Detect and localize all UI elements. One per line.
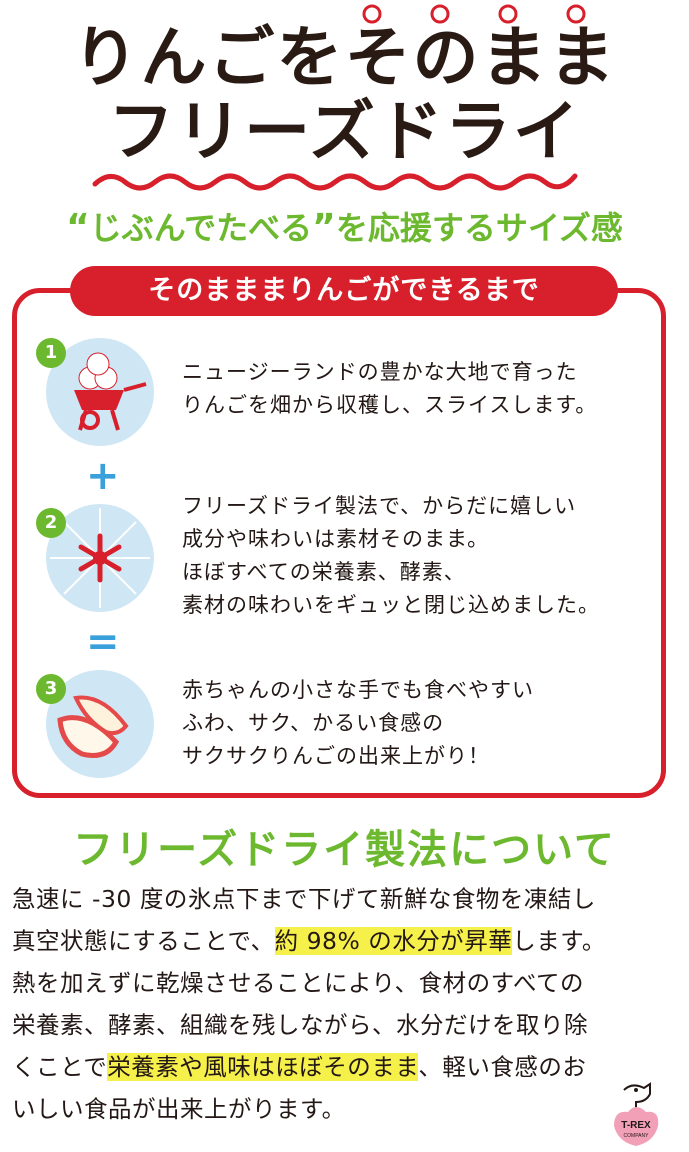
about-line: 栄養素、酵素、組織を残しながら、水分だけを取り除 bbox=[12, 1004, 680, 1046]
about-line: 真空状態にすることで、約 98% の水分が昇華します。 bbox=[12, 920, 680, 962]
process-banner: そのまままりんごができるまで bbox=[70, 266, 618, 316]
highlighted-text: 栄養素や風味はほぼそのまま bbox=[107, 1053, 419, 1081]
about-line: 急速に -30 度の氷点下まで下げて新鮮な食物を凍結し bbox=[12, 878, 680, 920]
step2-text: フリーズドライ製法で、からだに嬉しい 成分や味わいは素材そのまま。 ほぼすべての… bbox=[182, 494, 600, 617]
squiggle-underline-icon bbox=[92, 173, 578, 191]
body-text: 熱を加えずに乾燥させることにより、食材のすべての bbox=[12, 969, 585, 997]
page-title-line1: りんごをそのまま bbox=[72, 19, 617, 96]
step3-text: 赤ちゃんの小さな手でも食べやすい ふわ、サク、かるい食感の サクサクりんごの出来… bbox=[182, 678, 534, 768]
about-line: いしい食品が出来上がります。 bbox=[12, 1088, 680, 1130]
body-text: くことで bbox=[12, 1053, 108, 1081]
about-line: 熱を加えずに乾燥させることにより、食材のすべての bbox=[12, 962, 680, 1004]
about-heading: フリーズドライ製法について bbox=[73, 827, 616, 873]
body-text: いしい食品が出来上がります。 bbox=[12, 1095, 346, 1123]
apple-slice-icon bbox=[57, 695, 129, 758]
subtitle: “じぶんでたべる”を応援するサイズ感 bbox=[66, 207, 623, 248]
page-title-line2: フリーズドライ bbox=[108, 93, 581, 170]
step1-text: ニュージーランドの豊かな大地で育った りんごを畑から収穫し、スライスします。 bbox=[182, 360, 598, 417]
highlighted-text: 約 98% の水分が昇華 bbox=[274, 927, 513, 955]
step3-badge: 3 bbox=[36, 674, 66, 704]
t-rex-company-logo: T-REX COMPANY bbox=[614, 1082, 659, 1146]
step2-illustration bbox=[46, 504, 154, 612]
body-text: 真空状態にすることで、 bbox=[12, 927, 275, 955]
step2-badge: 2 bbox=[36, 508, 66, 538]
body-text: 栄養素、酵素、組織を残しながら、水分だけを取り除 bbox=[12, 1011, 588, 1039]
step1-badge: 1 bbox=[36, 338, 66, 368]
about-body: 急速に -30 度の氷点下まで下げて新鮮な食物を凍結し真空状態にすることで、約 … bbox=[12, 878, 680, 1130]
body-text: 急速に -30 度の氷点下まで下げて新鮮な食物を凍結し bbox=[12, 885, 596, 913]
about-line: くことで栄養素や風味はほぼそのまま、軽い食感のお bbox=[12, 1046, 680, 1088]
wheelbarrow-apples-icon bbox=[74, 352, 147, 431]
apple-doodles-icon bbox=[362, 4, 586, 24]
logo-subtext: COMPANY bbox=[624, 1133, 650, 1139]
equals-sign: = bbox=[86, 619, 120, 665]
body-text: します。 bbox=[512, 927, 606, 955]
plus-sign: + bbox=[86, 453, 120, 499]
snowflake-icon bbox=[50, 508, 150, 608]
logo-text: T-REX bbox=[621, 1120, 651, 1131]
body-text: 、軽い食感のお bbox=[418, 1053, 587, 1081]
